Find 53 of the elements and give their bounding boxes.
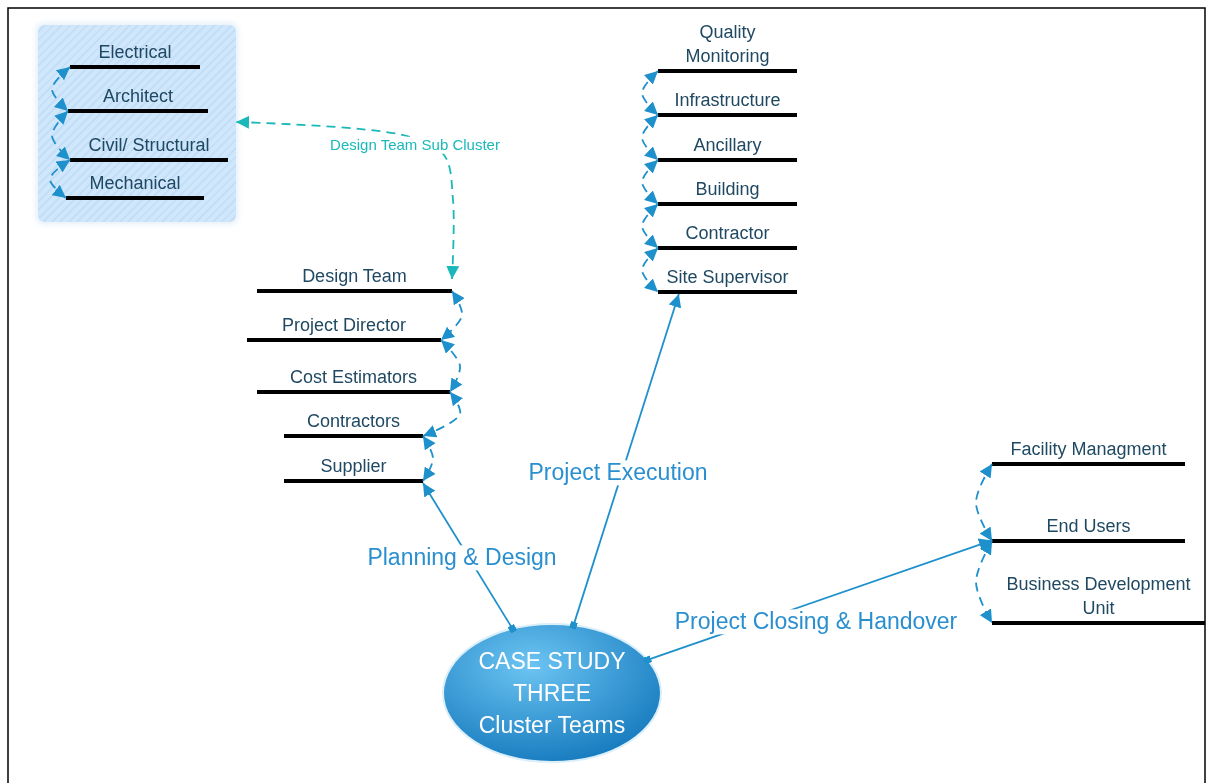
underlined-entry xyxy=(68,87,208,113)
dashed-arrow xyxy=(641,70,659,116)
underlined-entry xyxy=(284,457,423,483)
dashed-arrow xyxy=(51,110,71,161)
dashed-arrow xyxy=(641,203,659,249)
underlined-entry xyxy=(284,412,423,438)
dashed-arrow xyxy=(975,463,993,542)
dashed-arrow xyxy=(49,159,71,199)
underlined-entry xyxy=(66,176,204,200)
entry-text: Civil/ Structural xyxy=(88,134,210,157)
underlined-entry xyxy=(70,136,228,162)
entry-text: End Users xyxy=(1046,515,1131,538)
cluster-panel xyxy=(38,25,236,222)
dashed-arrow xyxy=(641,114,659,161)
entry-text: Electrical xyxy=(98,41,172,64)
entry-text: Facility Managment xyxy=(1010,438,1167,461)
underlined-entry xyxy=(658,268,797,294)
underlined-entry xyxy=(658,224,797,250)
hub-title: CASE STUDY THREE Cluster Teams xyxy=(477,647,627,740)
entry-text: Business Development Unit xyxy=(1005,573,1192,620)
dashed-arrow xyxy=(235,115,460,280)
underlined-entry xyxy=(257,267,452,293)
entry-text: Contractor xyxy=(685,222,770,245)
dashed-arrow xyxy=(440,290,465,341)
entry-text: Architect xyxy=(103,85,173,108)
entry-text: Infrastructure xyxy=(674,89,781,112)
dashed-arrow xyxy=(51,66,71,112)
entry-text: Design Team xyxy=(302,265,407,288)
entry-text: Quality Monitoring xyxy=(684,21,771,68)
dashed-arrow xyxy=(422,391,464,438)
underlined-entry xyxy=(658,91,797,117)
dashed-arrow xyxy=(440,339,463,393)
dashed-arrow xyxy=(641,247,659,293)
entry-text: Ancillary xyxy=(693,134,762,157)
edge-label: Design Team Sub Cluster xyxy=(328,136,502,154)
entry-text: Building xyxy=(695,178,760,201)
underlined-entry xyxy=(70,43,200,69)
entry-text: Project Director xyxy=(282,314,406,337)
entry-text: Contractors xyxy=(306,410,400,433)
dashed-arrow xyxy=(975,540,993,624)
dashed-arrow xyxy=(422,435,436,482)
underlined-entry xyxy=(247,316,441,342)
underlined-entry xyxy=(658,136,797,162)
entry-text: Mechanical xyxy=(89,172,181,195)
underlined-entry xyxy=(992,440,1185,466)
underlined-entry xyxy=(257,368,450,394)
underlined-entry xyxy=(658,180,797,206)
underlined-entry xyxy=(992,517,1185,543)
entry-text: Supplier xyxy=(320,455,387,478)
entry-text: Cost Estimators xyxy=(290,366,417,389)
entry-text: Site Supervisor xyxy=(666,266,789,289)
arrow xyxy=(569,293,682,630)
dashed-arrow xyxy=(641,159,659,205)
